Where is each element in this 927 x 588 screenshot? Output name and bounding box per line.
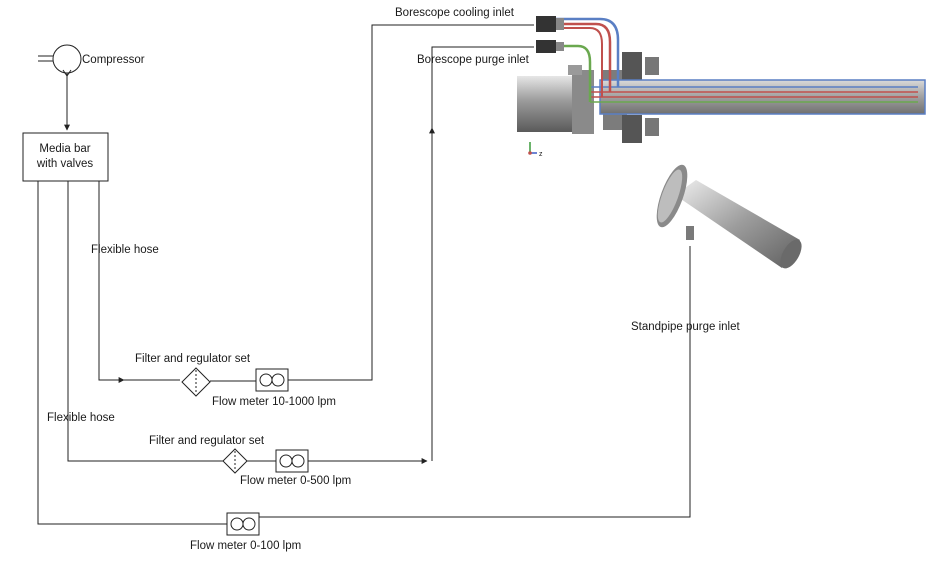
filter-regulator-2-symbol [222, 448, 248, 474]
flow-meter-2-label: Flow meter 0-500 lpm [240, 475, 351, 487]
flexible-hose-2-label: Flexible hose [47, 412, 115, 424]
standpipe-purge-inlet-label: Standpipe purge inlet [631, 321, 740, 333]
purge-inlet-fitting [536, 40, 556, 53]
axis-label: z [539, 151, 543, 158]
media-bar-label-line1: Media bar [39, 143, 90, 155]
cooling-inlet-fitting [536, 16, 556, 32]
borescope-cooling-inlet-label: Borescope cooling inlet [395, 7, 515, 19]
flow-meter-1-label: Flow meter 10-1000 lpm [212, 396, 336, 408]
borescope-purge-inlet-label: Borescope purge inlet [417, 54, 530, 66]
standpipe-render [656, 164, 802, 269]
flexible-hose-1-line [98, 181, 125, 383]
media-bar-box [22, 132, 109, 182]
compressor-symbol [52, 44, 82, 74]
filter-regulator-2-label: Filter and regulator set [149, 435, 265, 447]
flexible-hose-2-line [67, 181, 223, 462]
borescope-render: z [517, 16, 926, 158]
flexible-hose-1-label: Flexible hose [91, 244, 159, 256]
cooling-supply-line [288, 24, 534, 381]
standpipe-feed-line [37, 181, 227, 525]
compressor [38, 44, 82, 77]
flow-meter-3-symbol [226, 512, 260, 536]
flow-meter-1-symbol [255, 368, 289, 392]
standpipe-purge-line [259, 246, 691, 518]
media-bar-label-line2: with valves [36, 158, 93, 170]
flow-meter-2-symbol [275, 449, 309, 473]
flow-meter-3-label: Flow meter 0-100 lpm [190, 540, 301, 552]
borescope-purge-line [431, 46, 534, 461]
filter-regulator-1-symbol [181, 367, 211, 397]
compressor-label: Compressor [82, 54, 145, 66]
standpipe-purge-port [686, 226, 694, 240]
filter-regulator-1-label: Filter and regulator set [135, 353, 251, 365]
